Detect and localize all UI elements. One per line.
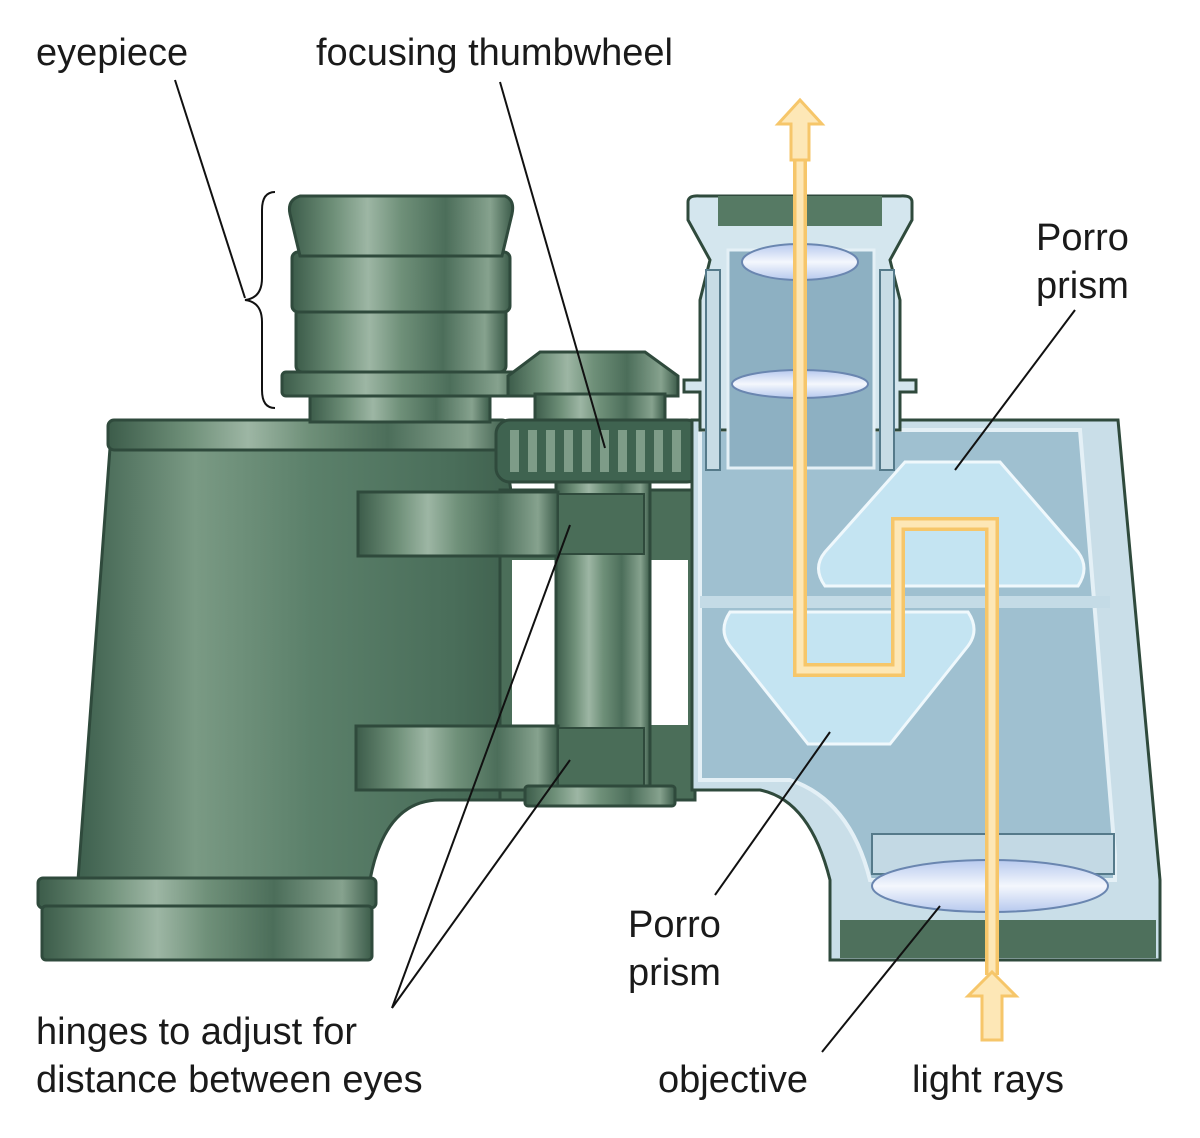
label-light-rays: light rays — [912, 1059, 1064, 1101]
label-objective: objective — [658, 1059, 808, 1101]
label-hinges-line1: hinges to adjust for — [36, 1011, 357, 1053]
label-porro-prism-bottom-line1: Porro — [628, 904, 721, 946]
label-focusing-thumbwheel: focusing thumbwheel — [316, 32, 673, 74]
right-eyepiece-threads-left — [705, 269, 721, 471]
leader-lines — [174, 79, 1076, 1053]
leader-porro-prism-bottom — [714, 731, 831, 896]
label-eyepiece: eyepiece — [36, 32, 188, 74]
thumbwheel-knob-top — [506, 350, 680, 398]
label-porro-prism-top-line2: prism — [1036, 265, 1129, 307]
left-barrel-bottom-rim — [36, 876, 378, 910]
leader-porro-prism-top — [954, 309, 1076, 471]
hinge-lower-arm — [354, 724, 560, 792]
left-barrel-foot — [40, 904, 374, 962]
labels: eyepiece focusing thumbwheel Porro prism… — [36, 32, 1129, 1101]
leader-focusing-thumbwheel — [499, 81, 606, 449]
thumbwheel-stem — [533, 392, 667, 424]
label-porro-prism-bottom-line2: prism — [628, 952, 721, 994]
right-barrel-cutaway — [682, 194, 1162, 962]
porro-prism-lower — [722, 610, 976, 746]
hinge-bottom-cap — [523, 784, 677, 808]
hinge-window-right — [648, 560, 688, 725]
light-ray-core — [796, 122, 996, 975]
eyepiece-bracket — [244, 191, 276, 409]
hinge-assembly — [354, 478, 697, 808]
hinge-upper-arm — [356, 490, 560, 558]
hinge-window-left — [512, 560, 557, 725]
left-barrel-top-rim — [106, 418, 510, 452]
hinge-upper-knuckle — [557, 493, 645, 555]
thumbwheel-knurled-wheel — [494, 418, 703, 484]
thumbwheel-knurls — [510, 430, 681, 472]
right-eyepiece-threads-right — [879, 269, 895, 471]
label-porro-prism-top-line1: Porro — [1036, 217, 1129, 259]
left-eyepiece — [280, 194, 524, 424]
leader-objective — [821, 905, 941, 1053]
eyepiece-lower-ring — [294, 306, 508, 374]
leader-eyepiece — [174, 79, 246, 299]
hinge-lower-knuckle — [557, 727, 645, 789]
eyepiece-eyecup — [288, 194, 515, 258]
light-ray-arrow-in-icon — [964, 969, 1020, 1042]
leader-hinge-lower — [391, 759, 571, 1009]
light-ray-arrow-up-icon — [774, 97, 826, 162]
label-hinges-line2: distance between eyes — [36, 1059, 423, 1101]
eyepiece-flange — [280, 370, 524, 398]
focusing-thumbwheel — [494, 350, 703, 484]
leader-hinge-upper — [391, 524, 571, 1009]
eyepiece-upper-ring — [290, 250, 512, 314]
light-ray-path — [774, 97, 1020, 1042]
